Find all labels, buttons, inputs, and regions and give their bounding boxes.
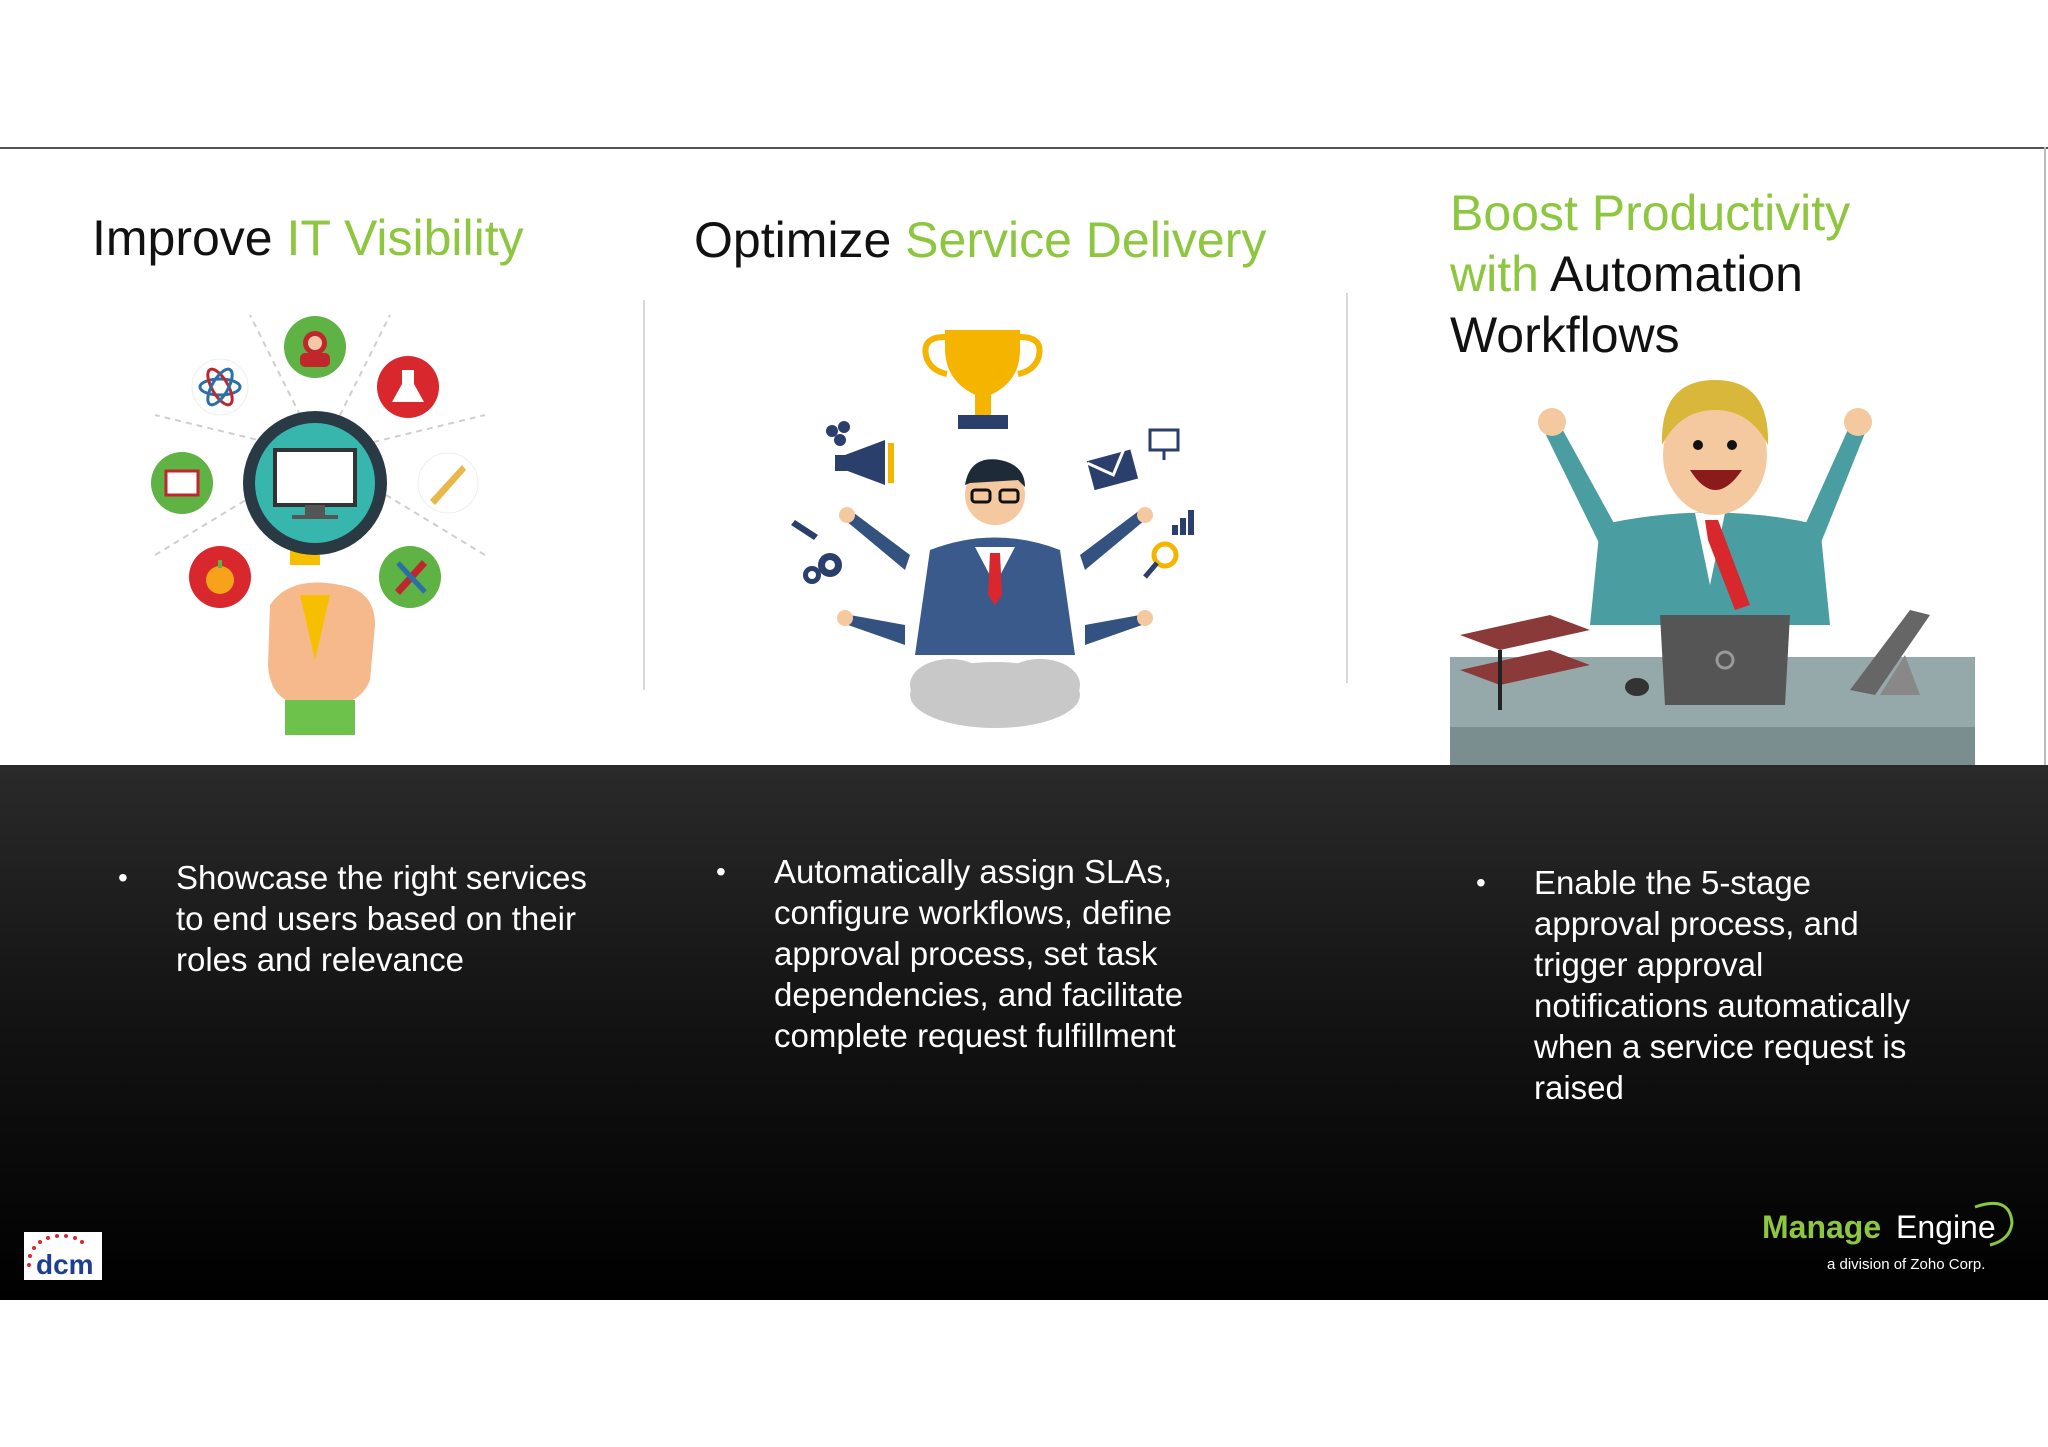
- column-divider-1: [643, 300, 645, 690]
- people-icon: [826, 421, 850, 446]
- svg-text:dcm: dcm: [36, 1249, 94, 1280]
- bullet-list-it-visibility: Showcase the right services to end users…: [118, 857, 588, 980]
- chart-icon: [1172, 510, 1194, 535]
- manageengine-logo: Manage Engine a division of Zoho Corp.: [1760, 1195, 2022, 1275]
- bullet-list-automation: Enable the 5-stage approval process, and…: [1476, 862, 1936, 1108]
- bullet-item: Enable the 5-stage approval process, and…: [1476, 862, 1936, 1108]
- mouse: [1625, 678, 1649, 696]
- flask-icon: [377, 356, 439, 418]
- book-icon: [151, 452, 213, 514]
- svg-text:Engine: Engine: [1896, 1209, 1996, 1245]
- hand: [268, 582, 375, 735]
- it-visibility-illustration: [151, 314, 486, 735]
- megaphone-icon: [835, 440, 894, 485]
- svg-text:a division of Zoho Corp.: a division of Zoho Corp.: [1827, 1256, 1985, 1273]
- slide-right-border: [2044, 147, 2046, 765]
- gears-icon: [803, 553, 842, 584]
- paper-tray: [1460, 615, 1590, 710]
- heading-boost-productivity: Boost Productivity with Automation Workf…: [1450, 185, 1851, 363]
- bullet-item: Automatically assign SLAs, configure wor…: [716, 851, 1216, 1056]
- businessman-icon: [837, 459, 1153, 655]
- heading-it-visibility: Improve IT Visibility: [92, 210, 524, 266]
- laptop-icon: [1660, 615, 1790, 705]
- happy-worker-icon: [1538, 380, 1872, 625]
- dcm-logo: dcm: [24, 1232, 102, 1280]
- avatar-icon: [284, 316, 346, 378]
- bullet-item: Showcase the right services to end users…: [118, 857, 588, 980]
- svg-text:Manage: Manage: [1762, 1209, 1881, 1245]
- apple-icon: [189, 546, 251, 608]
- tablet-stand: [1850, 610, 1930, 695]
- magnifier-monitor-icon: [243, 411, 387, 565]
- trophy-icon: [922, 330, 1043, 429]
- service-delivery-illustration: [791, 330, 1194, 728]
- ruler-icon: [417, 452, 479, 514]
- paint-tools-icon: [379, 546, 441, 608]
- atom-icon: [191, 358, 249, 416]
- magnifier-small-icon: [1143, 541, 1179, 579]
- cloud: [910, 659, 1080, 728]
- heading-service-delivery: Optimize Service Delivery: [694, 212, 1267, 268]
- envelope-icon: [1086, 439, 1139, 491]
- pencil-icon: [791, 520, 818, 540]
- automation-illustration: [1450, 380, 1975, 765]
- presentation-icon: [1148, 428, 1180, 460]
- bullet-list-service-delivery: Automatically assign SLAs, configure wor…: [716, 851, 1216, 1056]
- column-divider-2: [1346, 293, 1348, 683]
- slide-top-border: [0, 147, 2048, 149]
